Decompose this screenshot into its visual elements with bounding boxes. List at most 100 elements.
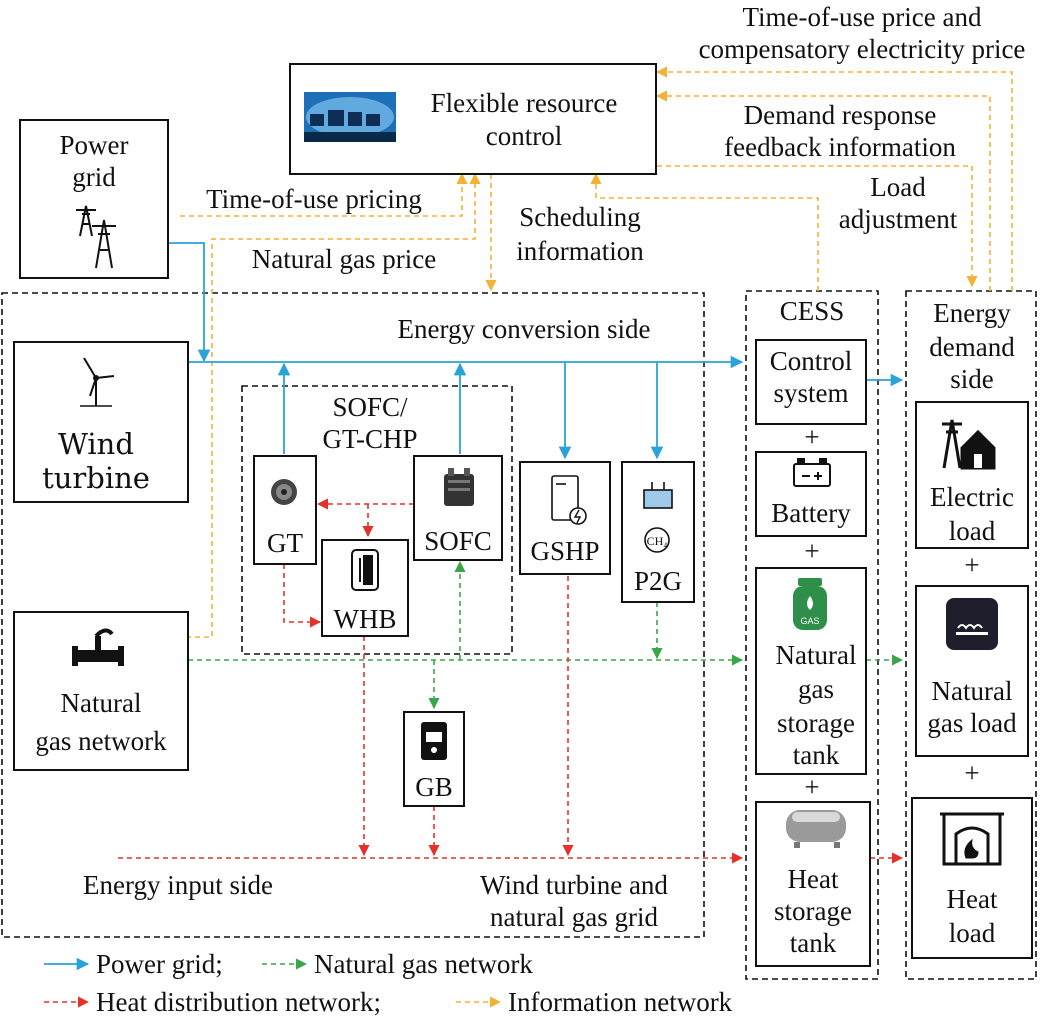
whb-box[interactable]: WHB xyxy=(321,539,409,637)
wind-turbine-label-line1: Wind xyxy=(58,427,134,461)
gas-network-label-line2: gas network xyxy=(35,726,167,756)
gas-cylinder-icon xyxy=(793,578,827,630)
flexible-resource-control-box[interactable]: Flexible resource control xyxy=(289,63,657,175)
gas-tank-line3: storage xyxy=(777,708,855,738)
legend-gas: Natural gas network xyxy=(314,949,533,979)
dr-feedback-label-line1: Demand response xyxy=(744,100,937,130)
control-system-line1: Control xyxy=(770,346,853,376)
power-grid-box[interactable]: Power grid xyxy=(19,119,169,279)
electric-load-line1: Electric xyxy=(930,482,1014,512)
sofc-label: SOFC xyxy=(424,526,492,556)
control-title-line2: control xyxy=(486,121,562,151)
gas-boiler-icon xyxy=(421,722,447,760)
power-lines xyxy=(168,242,904,460)
tou-pricing-label: Time-of-use pricing xyxy=(206,184,422,214)
tower-house-icon xyxy=(942,419,996,470)
battery-icon xyxy=(793,458,831,487)
tou-price-label-line1: Time-of-use price and xyxy=(743,2,982,32)
cess-plus-3: + xyxy=(804,772,819,802)
sofc-gt-chp-region xyxy=(241,385,513,655)
whb-label: WHB xyxy=(334,604,397,634)
demand-title-line1: Energy xyxy=(933,298,1011,328)
legend: Power grid; Natural gas network Heat dis… xyxy=(44,949,733,1017)
information-lines xyxy=(180,66,1013,638)
wind-turbine-icon xyxy=(80,357,115,407)
gas-stove-icon xyxy=(946,598,998,650)
gas-tank-line2: gas xyxy=(798,674,834,704)
control-title-line1: Flexible resource xyxy=(431,88,618,118)
gas-tank-line1: Natural xyxy=(776,640,857,670)
gas-storage-tank-box[interactable]: GAS Natural gas storage tank xyxy=(755,567,867,775)
fuel-cell-icon xyxy=(444,468,474,506)
sofc-box[interactable]: SOFC xyxy=(413,455,503,561)
gas-load-line1: Natural xyxy=(932,676,1013,706)
methane-formula: CH₄ xyxy=(647,534,668,548)
scheduling-label-line2: information xyxy=(516,236,644,266)
natural-gas-network-box[interactable]: Natural gas network xyxy=(13,611,189,771)
gas-network-label-line1: Natural xyxy=(61,688,142,718)
scheduling-label-line1: Scheduling xyxy=(519,202,641,232)
demand-title-line2: demand xyxy=(929,332,1015,362)
demand-title-line3: side xyxy=(950,364,994,394)
gas-lines xyxy=(188,560,904,710)
electric-load-box[interactable]: Electric load xyxy=(915,401,1029,549)
wind-turbine-box[interactable]: Wind turbine xyxy=(13,341,189,503)
gas-load-line2: gas load xyxy=(927,708,1017,738)
gt-label: GT xyxy=(267,528,303,558)
cess-plus-2: + xyxy=(804,536,819,566)
control-system-box[interactable]: Control system xyxy=(755,339,867,425)
sofc-group-label-line2: GT-CHP xyxy=(322,424,417,454)
heat-tank-line2: storage xyxy=(774,896,852,926)
heat-storage-tank-box[interactable]: Heat storage tank xyxy=(755,801,871,967)
electric-load-line2: load xyxy=(949,516,996,546)
demand-plus-2: + xyxy=(964,758,979,788)
p2g-box[interactable]: CH₄ P2G xyxy=(621,461,695,603)
valve-pipe-icon xyxy=(72,628,124,666)
wind-gas-grid-label-line1: Wind turbine and xyxy=(480,870,668,900)
cess-title: CESS xyxy=(780,296,845,326)
load-adjust-label-line2: adjustment xyxy=(839,204,958,234)
power-grid-label-line1: Power xyxy=(60,130,129,160)
gas-price-label: Natural gas price xyxy=(252,244,436,274)
transmission-tower-icon xyxy=(76,205,116,269)
gb-label: GB xyxy=(415,772,453,802)
heat-lines xyxy=(118,498,904,864)
gas-tank-line4: tank xyxy=(793,740,840,770)
heat-tank-icon xyxy=(786,810,846,848)
boiler-icon xyxy=(351,549,379,591)
demand-plus-1: + xyxy=(964,550,979,580)
gas-cylinder-text: GAS xyxy=(800,616,819,626)
heat-load-box[interactable]: Heat load xyxy=(911,797,1033,959)
battery-box[interactable]: Battery xyxy=(755,451,867,537)
legend-power: Power grid; xyxy=(96,949,223,979)
conversion-side-label: Energy conversion side xyxy=(398,314,651,344)
legend-info: Information network xyxy=(508,987,733,1017)
gb-box[interactable]: GB xyxy=(403,711,465,807)
wind-gas-grid-label-line2: natural gas grid xyxy=(490,902,658,932)
cess-plus-1: + xyxy=(804,422,819,452)
wind-turbine-label-line2: turbine xyxy=(42,461,150,495)
heat-tank-line1: Heat xyxy=(788,864,839,894)
monitor-screens-icon xyxy=(304,92,396,142)
fireplace-icon xyxy=(940,812,1004,866)
gshp-box[interactable]: GSHP xyxy=(519,461,611,575)
energy-conversion-region xyxy=(1,292,705,938)
heat-pump-icon xyxy=(551,475,587,525)
electrolyzer-icon xyxy=(643,482,673,553)
cess-region xyxy=(745,290,879,980)
control-system-line2: system xyxy=(773,378,848,408)
energy-demand-region xyxy=(905,290,1037,980)
legend-heat: Heat distribution network; xyxy=(96,987,381,1017)
heat-tank-line3: tank xyxy=(790,928,837,958)
gas-load-box[interactable]: Natural gas load xyxy=(915,585,1029,757)
tou-price-label-line2: compensatory electricity price xyxy=(699,34,1026,64)
gt-box[interactable]: GT xyxy=(253,455,317,565)
power-grid-label-line2: grid xyxy=(72,162,116,192)
heat-load-line1: Heat xyxy=(947,884,998,914)
heat-load-line2: load xyxy=(949,918,996,948)
load-adjust-label-line1: Load xyxy=(870,172,926,202)
sofc-group-label-line1: SOFC/ xyxy=(332,392,408,422)
battery-label: Battery xyxy=(771,498,851,528)
